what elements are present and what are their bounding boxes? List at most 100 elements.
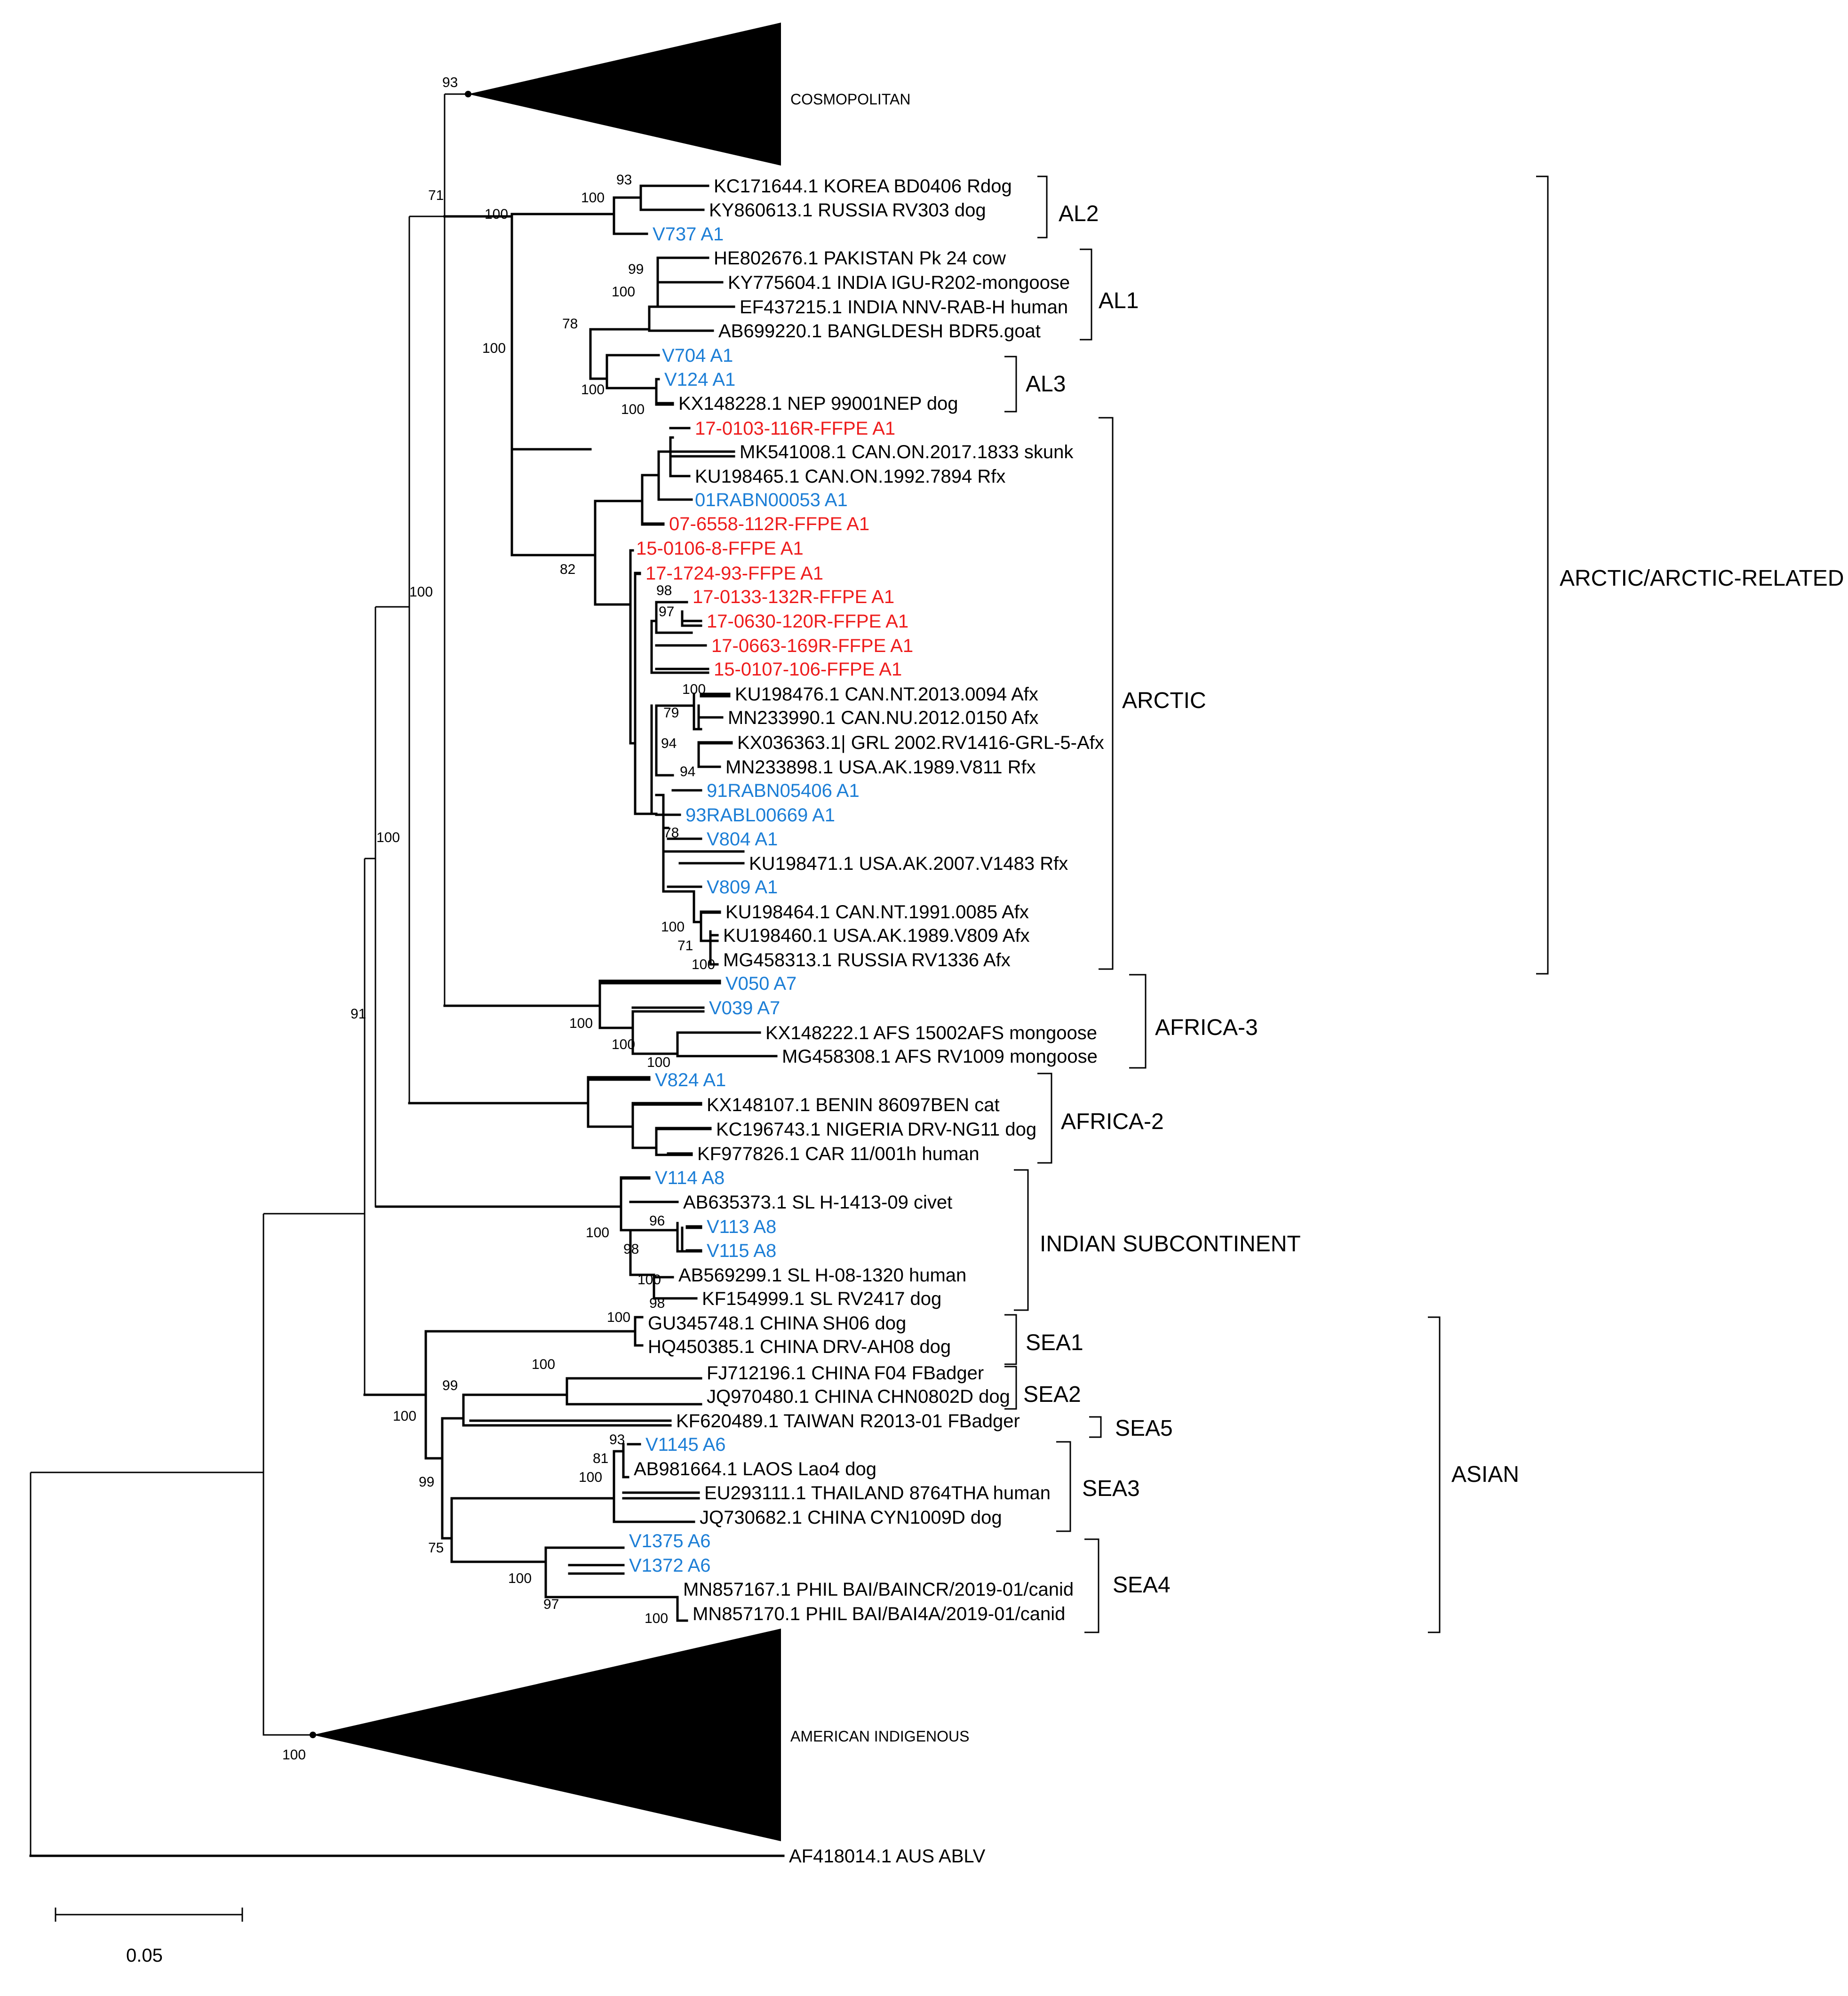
tip-label: MN857170.1 PHIL BAI/BAI4A/2019-01/canid	[693, 1604, 1065, 1624]
tip-label: MK541008.1 CAN.ON.2017.1833 skunk	[740, 442, 1074, 462]
bootstrap-value: 100	[485, 207, 508, 222]
tip-label: AB635373.1 SL H-1413-09 civet	[683, 1192, 952, 1213]
clade-label-sea4: SEA4	[1113, 1573, 1171, 1598]
tip-label: 17-1724-93-FFPE A1	[645, 563, 823, 584]
tip-label: HE802676.1 PAKISTAN Pk 24 cow	[714, 248, 1006, 269]
tip-label: 07-6558-112R-FFPE A1	[669, 514, 869, 534]
clade-label-sea5: SEA5	[1115, 1416, 1173, 1441]
tip-label: KY775604.1 INDIA IGU-R202-mongoose	[728, 272, 1070, 293]
tip-label: 15-0106-8-FFPE A1	[636, 538, 804, 559]
bootstrap-value: 75	[428, 1540, 444, 1556]
bootstrap-value: 100	[647, 1055, 670, 1070]
tip-label: KC196743.1 NIGERIA DRV-NG11 dog	[716, 1119, 1036, 1140]
bootstrap-value: 97	[659, 604, 674, 620]
american-indigenous-bootstrap: 100	[282, 1747, 306, 1763]
tip-label: 17-0103-116R-FFPE A1	[695, 418, 895, 439]
tip-label: KX036363.1| GRL 2002.RV1416-GRL-5-Afx	[737, 732, 1104, 753]
bootstrap-value: 98	[623, 1241, 639, 1257]
tip-label: AF418014.1 AUS ABLV	[789, 1846, 986, 1867]
scale-bar: 0.05	[55, 1908, 243, 1966]
bootstrap-value: 98	[649, 1296, 665, 1311]
tip-label: EF437215.1 INDIA NNV-RAB-H human	[740, 297, 1068, 318]
clade-label-al2: AL2	[1059, 201, 1099, 226]
bootstrap-value: 94	[680, 764, 695, 779]
bootstrap-value: 100	[612, 284, 635, 300]
clade-label-sea3: SEA3	[1082, 1476, 1140, 1501]
bootstrap-value: 99	[419, 1474, 434, 1490]
bootstrap-value: 78	[562, 316, 578, 332]
tip-label: MN233898.1 USA.AK.1989.V811 Rfx	[725, 757, 1036, 778]
tip-label: V050 A7	[725, 973, 797, 994]
bootstrap-value: 100	[607, 1310, 630, 1325]
clade-label-indian-subcontinent: INDIAN SUBCONTINENT	[1040, 1232, 1301, 1256]
tip-label: KC171644.1 KOREA BD0406 Rdog	[714, 176, 1012, 197]
tip-label: KX148107.1 BENIN 86097BEN cat	[707, 1095, 1000, 1115]
bootstrap-value: 79	[663, 705, 679, 721]
tip-label: V113 A8	[707, 1217, 776, 1237]
bootstrap-value: 100	[579, 1470, 602, 1485]
bootstrap-value: 100	[581, 382, 605, 398]
bootstrap-value: 100	[621, 402, 645, 417]
bootstrap-value: 98	[656, 583, 672, 598]
bootstrap-value: 78	[663, 825, 679, 841]
clade-label-africa-2: AFRICA-2	[1061, 1109, 1164, 1134]
tip-label: KU198460.1 USA.AK.1989.V809 Afx	[723, 925, 1030, 946]
tip-label: V809 A1	[707, 877, 778, 898]
tip-label: AB569299.1 SL H-08-1320 human	[678, 1265, 966, 1286]
tip-label: 17-0133-132R-FFPE A1	[693, 587, 894, 607]
tip-label: GU345748.1 CHINA SH06 dog	[648, 1313, 906, 1334]
bootstrap-value: 100	[637, 1272, 661, 1288]
tip-label: V039 A7	[709, 998, 780, 1018]
tip-label: EU293111.1 THAILAND 8764THA human	[704, 1483, 1051, 1503]
bootstrap-value: 100	[612, 1037, 635, 1052]
bootstrap-value: 81	[593, 1451, 608, 1466]
bootstrap-value: 100	[682, 682, 706, 697]
bootstrap-value: 100	[376, 830, 400, 845]
bootstrap-value: 100	[532, 1357, 555, 1372]
bootstrap-value: 94	[661, 736, 677, 751]
tip-label: KU198471.1 USA.AK.2007.V1483 Rfx	[749, 853, 1068, 874]
bootstrap-value: 96	[649, 1213, 665, 1229]
bootstrap-value: 100	[586, 1225, 609, 1241]
scale-bar-label: 0.05	[126, 1945, 163, 1966]
bootstrap-value: 100	[581, 190, 605, 206]
tip-label: MG458308.1 AFS RV1009 mongoose	[782, 1046, 1098, 1067]
american-indigenous-collapsed-clade	[313, 1629, 781, 1841]
tip-label: KX148222.1 AFS 15002AFS mongoose	[765, 1023, 1097, 1043]
tip-label: KX148228.1 NEP 99001NEP dog	[678, 393, 958, 414]
group-label-arctic-related: ARCTIC/ARCTIC-RELATED	[1560, 566, 1844, 591]
bootstrap-value: 93	[609, 1432, 625, 1447]
tip-label: AB981664.1 LAOS Lao4 dog	[634, 1459, 876, 1479]
bootstrap-value: 100	[508, 1571, 532, 1586]
tip-label: V704 A1	[662, 345, 733, 366]
tip-label: KU198476.1 CAN.NT.2013.0094 Afx	[735, 684, 1038, 705]
bootstrap-value: 100	[482, 341, 506, 356]
tip-label: V1375 A6	[629, 1531, 711, 1551]
bootstrap-value: 71	[428, 188, 444, 203]
tip-label: 91RABN05406 A1	[707, 780, 860, 801]
tip-label: KF977826.1 CAR 11/001h human	[697, 1144, 980, 1164]
tip-label: 17-0663-169R-FFPE A1	[711, 636, 913, 656]
tip-label: FJ712196.1 CHINA F04 FBadger	[707, 1363, 984, 1384]
bootstrap-value: 71	[677, 938, 693, 954]
bootstrap-value: 100	[393, 1408, 416, 1424]
tip-label: 15-0107-106-FFPE A1	[714, 659, 902, 680]
clade-labels: AL2 AL1 AL3 ARCTIC AFRICA-3 AFRICA-2 IND…	[1023, 201, 1844, 1598]
american-indigenous-label: AMERICAN INDIGENOUS	[790, 1728, 969, 1745]
tip-label: JQ730682.1 CHINA CYN1009D dog	[700, 1507, 1002, 1528]
tip-label: KU198465.1 CAN.ON.1992.7894 Rfx	[695, 466, 1005, 487]
tip-label: JQ970480.1 CHINA CHN0802D dog	[707, 1386, 1010, 1407]
bootstrap-value: 100	[645, 1611, 668, 1626]
tip-label: V804 A1	[707, 829, 778, 850]
clade-label-al3: AL3	[1026, 372, 1066, 397]
tip-label: V737 A1	[653, 224, 724, 245]
tip-label: V1372 A6	[629, 1555, 711, 1576]
bootstrap-labels: 7110093100991001007810010082989710079949…	[350, 172, 715, 1626]
bootstrap-value: 91	[350, 1006, 366, 1022]
tip-label: KU198464.1 CAN.NT.1991.0085 Afx	[725, 902, 1029, 922]
tip-label: 01RABN00053 A1	[695, 490, 848, 510]
group-label-asian: ASIAN	[1451, 1462, 1519, 1487]
tip-label: V824 A1	[655, 1070, 726, 1090]
